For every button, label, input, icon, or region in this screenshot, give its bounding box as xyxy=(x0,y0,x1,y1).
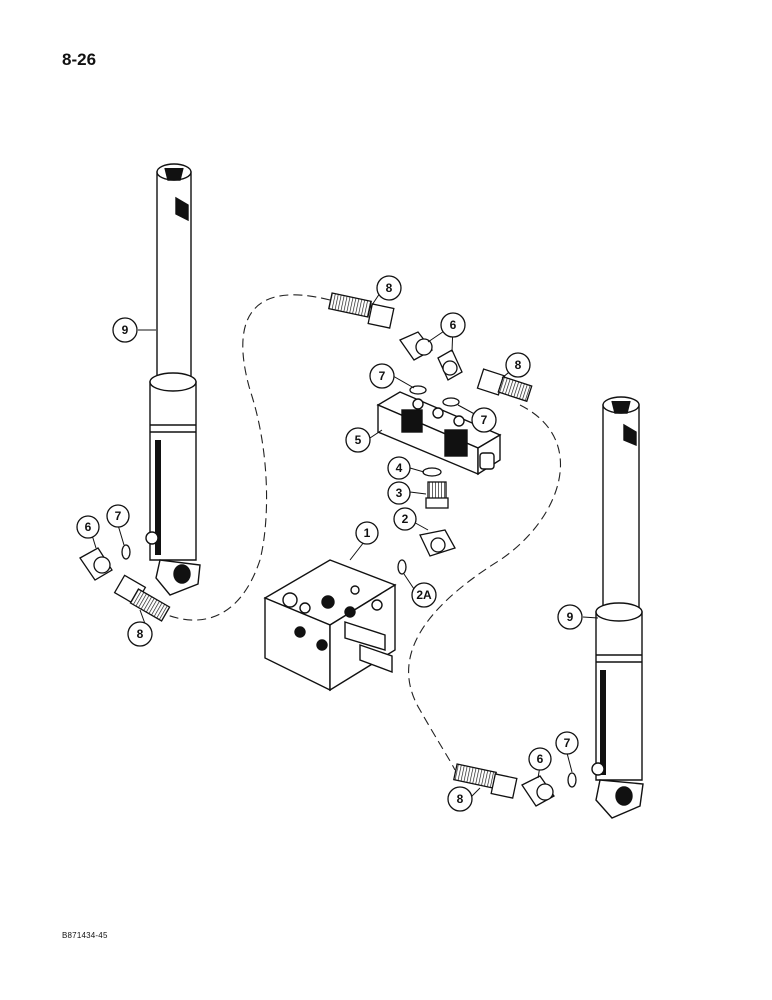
callout-8-top: 8 xyxy=(376,275,402,301)
valve-block xyxy=(376,391,502,476)
svg-text:7: 7 xyxy=(379,369,386,383)
callout-2a: 2A xyxy=(411,582,437,608)
callout-7-bottom: 7 xyxy=(555,731,579,755)
svg-text:8: 8 xyxy=(386,281,393,295)
svg-text:6: 6 xyxy=(537,752,544,766)
hose-left xyxy=(159,294,331,621)
right-cylinder xyxy=(591,396,644,819)
svg-text:7: 7 xyxy=(115,509,122,523)
manifold-block xyxy=(263,559,397,692)
callout-4: 4 xyxy=(387,456,411,480)
callout-8-right: 8 xyxy=(505,352,531,378)
callout-7-top-left: 7 xyxy=(369,363,395,389)
left-cylinder xyxy=(145,163,201,596)
svg-text:8: 8 xyxy=(137,627,144,641)
svg-text:4: 4 xyxy=(396,461,403,475)
svg-text:2A: 2A xyxy=(416,588,432,602)
callout-9-right: 9 xyxy=(557,604,583,630)
callout-8-bottom: 8 xyxy=(447,786,473,812)
document-code: B871434-45 xyxy=(62,931,108,940)
svg-text:8: 8 xyxy=(457,792,464,806)
hose-right xyxy=(408,404,561,771)
hose-end-fittings xyxy=(113,292,533,799)
callout-3: 3 xyxy=(387,481,411,505)
callout-5: 5 xyxy=(345,427,371,453)
callout-9-left: 9 xyxy=(112,317,138,343)
callout-labels: 9 8 6 7 8 7 5 4 xyxy=(76,275,583,812)
callout-6-bottom: 6 xyxy=(528,747,552,771)
svg-text:1: 1 xyxy=(364,526,371,540)
svg-text:8: 8 xyxy=(515,358,522,372)
svg-text:7: 7 xyxy=(481,413,488,427)
callout-1: 1 xyxy=(355,521,379,545)
callout-2: 2 xyxy=(393,507,417,531)
svg-text:9: 9 xyxy=(122,323,129,337)
svg-text:6: 6 xyxy=(85,520,92,534)
svg-text:6: 6 xyxy=(450,318,457,332)
svg-text:3: 3 xyxy=(396,486,403,500)
svg-text:7: 7 xyxy=(564,736,571,750)
elbow-fittings xyxy=(79,331,555,807)
svg-text:9: 9 xyxy=(567,610,574,624)
callout-6-top: 6 xyxy=(440,312,466,338)
callout-8-left: 8 xyxy=(127,621,153,647)
svg-text:5: 5 xyxy=(355,433,362,447)
svg-text:2: 2 xyxy=(402,512,409,526)
callout-6-left: 6 xyxy=(76,515,100,539)
callout-7-left: 7 xyxy=(106,504,130,528)
page-number: 8-26 xyxy=(62,50,97,69)
callout-7-top-right: 7 xyxy=(471,407,497,433)
hose-lines xyxy=(159,294,561,771)
adapters-and-orings xyxy=(121,385,577,788)
